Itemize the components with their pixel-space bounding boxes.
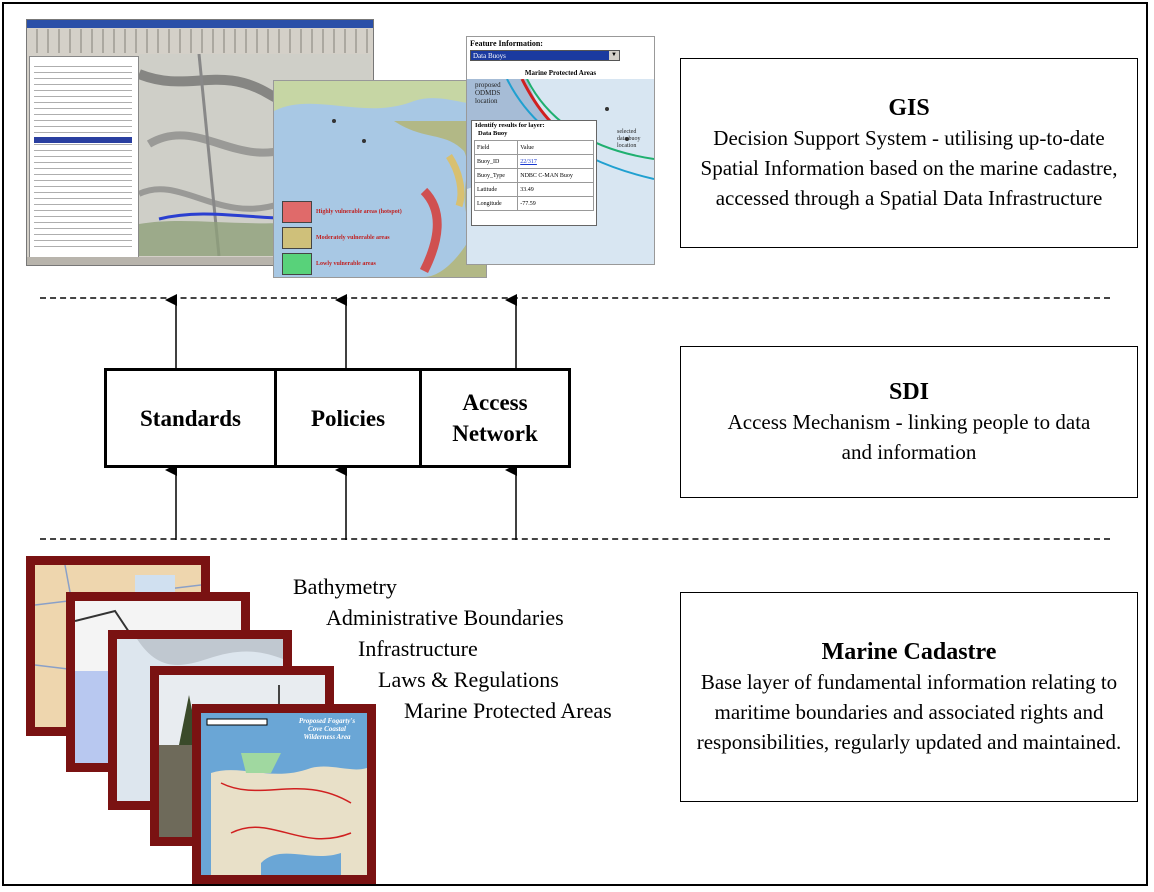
map-label-selected: selected (617, 129, 637, 135)
legend-item-moderate: Moderately vulnerable areas (282, 225, 412, 251)
map-label-buoy-location: location (617, 143, 637, 149)
legend-swatch-low (282, 253, 312, 275)
identify-results-popup: Identify results for layer: Data Buoy Fi… (471, 120, 597, 226)
sdi-box-access-network: Access Network (419, 371, 568, 465)
map-label-odmds: ODMDS (475, 89, 501, 97)
vulnerability-map-image: Highly vulnerable areas (hotspot) Modera… (273, 80, 487, 278)
map-label-location: location (475, 97, 498, 105)
sdi-box-policies: Policies (274, 371, 419, 465)
identify-field: Longitude (473, 196, 519, 211)
identify-value: -77.59 (517, 196, 594, 211)
table-row: Buoy_Type NDBC C-MAN Buoy (473, 168, 594, 183)
sdi-description-box: SDI Access Mechanism - linking people to… (680, 346, 1138, 498)
cadastre-body: Base layer of fundamental information re… (696, 670, 1122, 754)
sdi-title: SDI (888, 379, 930, 405)
map-label-data-buoy: data buoy (617, 136, 641, 142)
chevron-down-icon[interactable]: ▼ (609, 51, 619, 60)
layer-label-laws-regulations: Laws & Regulations (378, 667, 559, 692)
legend-item-low: Lowly vulnerable areas (282, 251, 412, 277)
cadastre-title: Marine Cadastre (821, 639, 997, 665)
cadastre-description-box: Marine Cadastre Base layer of fundamenta… (680, 592, 1138, 802)
legend-item-high: Highly vulnerable areas (hotspot) (282, 199, 412, 225)
legend-label-moderate: Moderately vulnerable areas (316, 235, 390, 241)
gis-title: GIS (888, 95, 930, 121)
vulnerability-legend: Highly vulnerable areas (hotspot) Modera… (282, 199, 412, 277)
identify-value[interactable]: 22/317 (517, 154, 594, 169)
table-row: Buoy_ID 22/317 (473, 154, 594, 169)
sdi-components: Standards Policies Access Network (104, 368, 571, 468)
sdi-body: Access Mechanism - linking people to dat… (727, 410, 1091, 464)
identify-layer: Data Buoy (478, 130, 508, 137)
divider-bottom (40, 538, 1110, 540)
legend-label-high: Highly vulnerable areas (hotspot) (316, 209, 402, 215)
identify-header-row: Field Value (473, 140, 594, 155)
layer-label-marine-protected-areas: Marine Protected Areas (404, 698, 612, 723)
gis-body: Decision Support System - utilising up-t… (700, 126, 1118, 210)
legend-swatch-moderate (282, 227, 312, 249)
sdi-box-standards: Standards (140, 405, 241, 431)
feature-info-title: Feature Information: (470, 39, 543, 48)
layer-card-marine-protected-areas: Proposed Fogarty's Cove Coastal Wilderne… (192, 704, 376, 884)
divider-top (40, 297, 1110, 299)
legend-label-low: Lowly vulnerable areas (316, 261, 376, 267)
layer-label-administrative-boundaries: Administrative Boundaries (326, 605, 564, 630)
gis-description-box: GIS Decision Support System - utilising … (680, 58, 1138, 248)
mpa-title: Marine Protected Areas (524, 69, 597, 77)
feature-select-value: Data Buoys (473, 52, 506, 60)
map-label-proposed: proposed (475, 81, 501, 89)
feature-select[interactable]: Data Buoys ▼ (470, 50, 620, 61)
table-row: Longitude -77.59 (473, 196, 594, 211)
identify-title: Identify results for layer: (475, 122, 545, 129)
map-title-last: Proposed Fogarty's Cove Coastal Wilderne… (298, 717, 356, 741)
legend-swatch-high (282, 201, 312, 223)
identify-table: Field Value Buoy_ID 22/317 Buoy_Type NDB… (473, 140, 594, 211)
layer-label-bathymetry: Bathymetry (293, 574, 397, 599)
layer-label-infrastructure: Infrastructure (358, 636, 478, 661)
